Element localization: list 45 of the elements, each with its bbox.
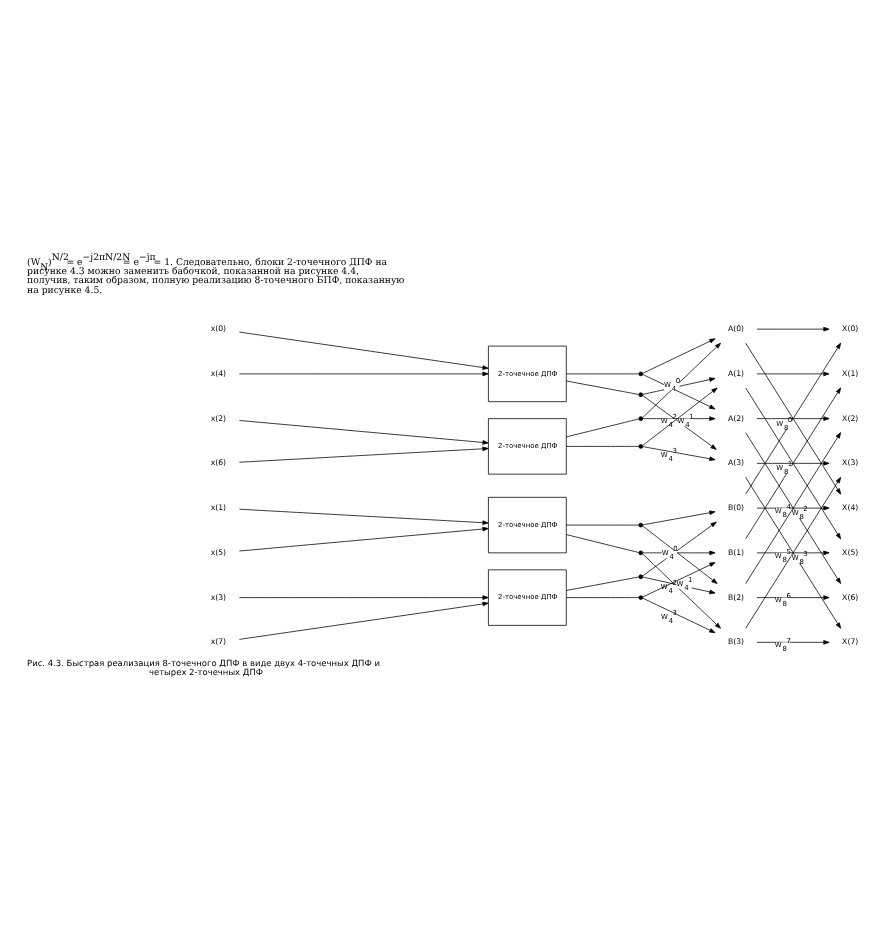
arrow	[756, 594, 830, 599]
arrow	[756, 370, 830, 376]
arrow	[745, 431, 842, 583]
node-circle	[638, 594, 644, 599]
node-circle	[638, 521, 644, 527]
node-circle	[638, 415, 644, 420]
arrow	[642, 552, 721, 628]
arrow	[642, 415, 716, 420]
arrow	[756, 325, 830, 331]
arrow	[238, 330, 489, 369]
arrow	[238, 419, 489, 444]
connector	[565, 379, 639, 394]
arrow	[745, 341, 842, 494]
arrow	[238, 600, 489, 639]
node-circle	[638, 443, 644, 448]
node-circle	[638, 549, 644, 555]
connector	[565, 596, 639, 597]
arrow	[756, 460, 830, 465]
arrow	[642, 549, 716, 555]
connector	[565, 372, 639, 374]
arrow	[642, 373, 716, 409]
arrow	[642, 509, 716, 525]
arrow	[756, 549, 830, 555]
arrow	[745, 386, 842, 539]
arrow	[756, 415, 830, 420]
node-circle	[638, 391, 644, 397]
arrow	[238, 594, 489, 599]
arrow	[642, 596, 716, 633]
arrow	[642, 394, 717, 449]
connector	[565, 417, 639, 437]
node-circle	[638, 573, 644, 579]
connector	[565, 533, 639, 552]
arrow	[238, 445, 489, 462]
arrow	[238, 370, 489, 376]
arrow	[642, 386, 718, 445]
arrow	[238, 507, 489, 524]
arrow	[642, 341, 721, 417]
connector	[565, 445, 639, 446]
arrow	[642, 561, 716, 597]
arrow	[238, 525, 489, 551]
arrow	[642, 337, 716, 373]
connector	[565, 575, 639, 590]
node-circle	[638, 370, 644, 376]
arrow	[756, 504, 830, 510]
connector	[565, 523, 639, 525]
